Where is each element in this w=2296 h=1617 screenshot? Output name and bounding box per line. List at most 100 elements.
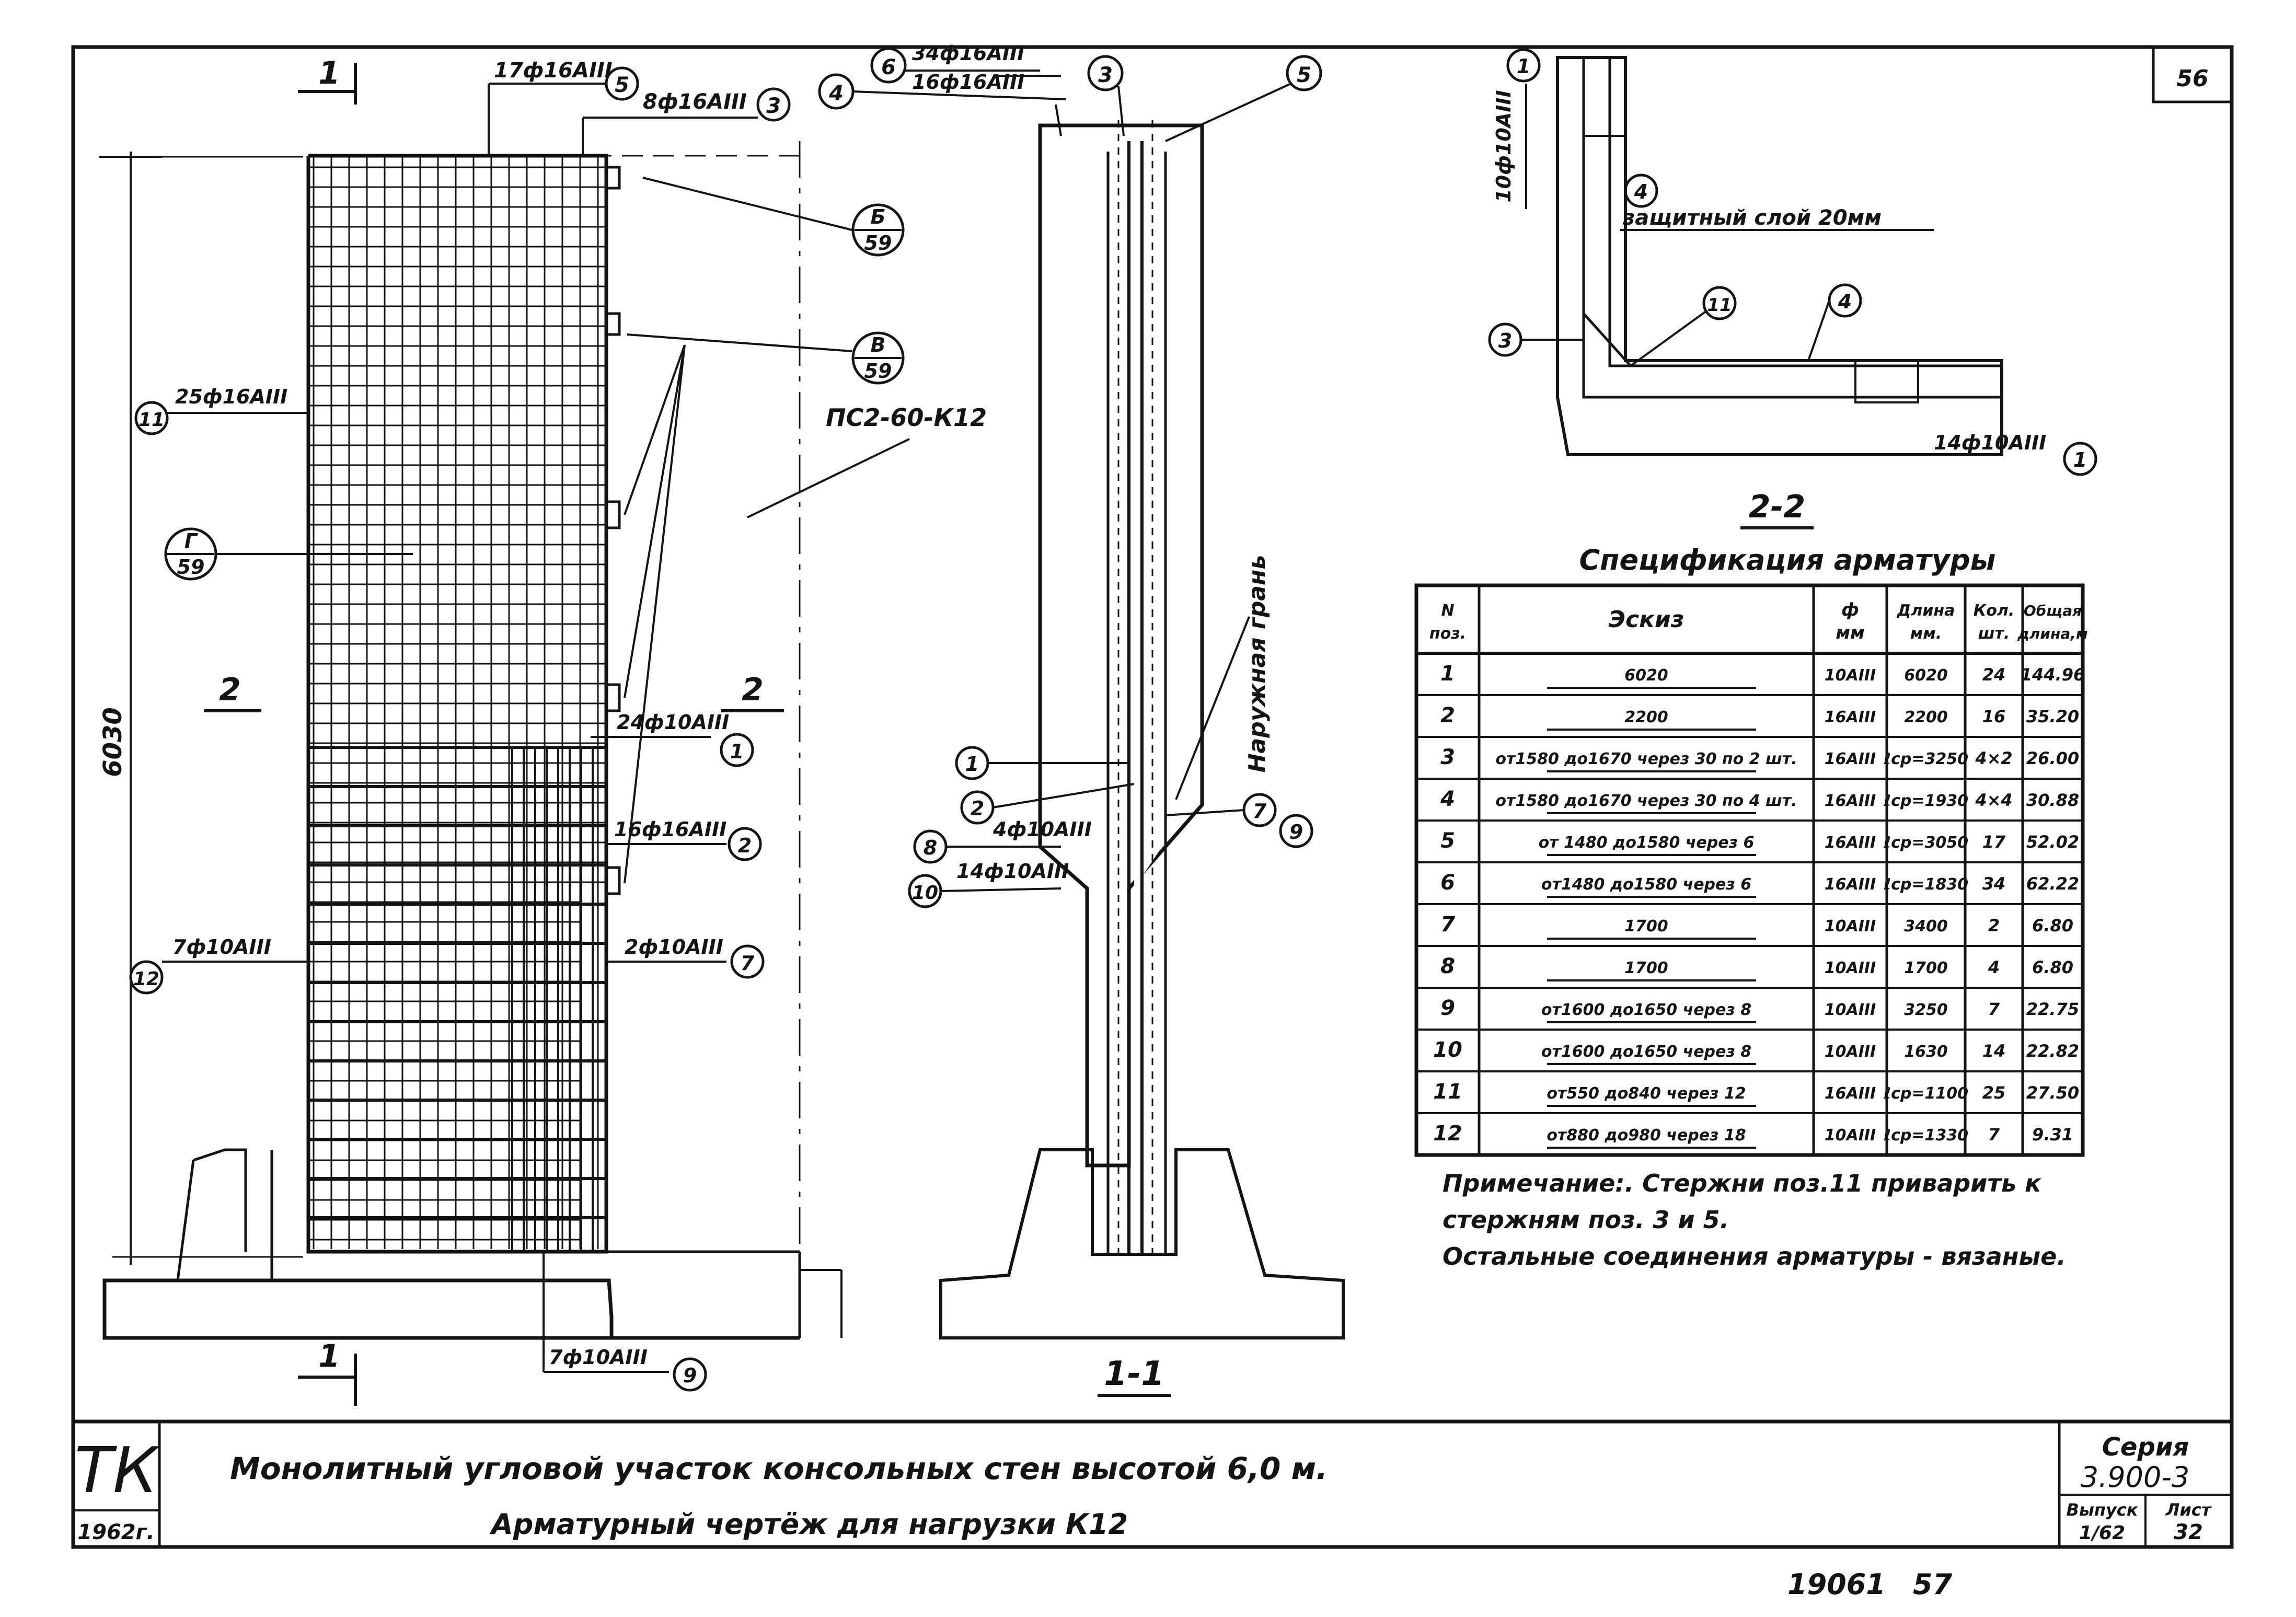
spec-cell-sketch: от550 до840 через 12 [1547, 1084, 1746, 1103]
svg-text:В: В [871, 333, 886, 356]
svg-text:59: 59 [864, 232, 892, 255]
spec-cell-qty: 17 [1982, 832, 2006, 852]
spec-cell-qty: 4 [1988, 957, 2000, 977]
spec-header-1: Эскиз [1609, 606, 1684, 633]
spec-cell-pos: 10 [1433, 1038, 1462, 1062]
spec-cell-dia: 16АIII [1825, 750, 1876, 768]
svg-text:9: 9 [1289, 821, 1303, 844]
spec-cell-total: 27.50 [2026, 1083, 2079, 1103]
wall-outline [102, 141, 801, 1340]
svg-text:7: 7 [741, 952, 755, 975]
svg-text:Б: Б [871, 205, 886, 228]
spec-cell-len: 1700 [1904, 959, 1948, 977]
spec-cell-dia: 10АIII [1825, 1126, 1876, 1145]
spec-cell-qty: 2 [1988, 916, 2000, 935]
svg-text:5: 5 [1297, 63, 1311, 87]
spec-cell-dia: 10АIII [1825, 959, 1876, 977]
spec-cell-len: ℓср=1330 [1883, 1126, 1968, 1145]
callout-7-label: 2ф10АIII [625, 935, 723, 958]
issue-label: Выпуск [2067, 1500, 2139, 1520]
callout-1-label: 24ф10АIII [617, 711, 729, 734]
callout-s11-2-label: 4ф10АIII [993, 818, 1092, 841]
section-mark-1-top: 1 [298, 55, 357, 105]
svg-text:12: 12 [133, 968, 159, 990]
callout-5-label: 17ф16АIII [494, 59, 613, 83]
spec-cell-total: 9.31 [2032, 1125, 2073, 1145]
spec-cell-qty: 25 [1982, 1083, 2006, 1103]
spec-cell-sketch: 1700 [1624, 917, 1668, 935]
node-ref-v [851, 331, 905, 385]
svg-text:3: 3 [766, 94, 781, 118]
svg-text:5: 5 [615, 73, 629, 97]
callout-11-label: 25ф16АIII [175, 385, 287, 408]
elevation-view: 1 1 2 2 6030 [98, 55, 801, 1406]
spec-cell-total: 52.02 [2026, 832, 2079, 852]
svg-text:1: 1 [730, 740, 744, 763]
series-value: 3.900-3 [2081, 1461, 2189, 1494]
svg-text:1: 1 [2073, 448, 2087, 471]
issue-value: 1/62 [2079, 1522, 2125, 1544]
spec-cell-dia: 10АIII [1825, 666, 1876, 685]
svg-text:2: 2 [219, 672, 241, 708]
svg-text:11: 11 [139, 409, 165, 431]
title-line-2: Арматурный чертёж для нагрузки К12 [489, 1508, 1128, 1541]
sheet-label: Лист [2165, 1500, 2212, 1520]
svg-text:6: 6 [881, 55, 896, 79]
spec-cell-pos: 2 [1440, 703, 1455, 727]
spec-cell-len: ℓср=3250 [1883, 750, 1968, 768]
spec-cell-len: ℓср=1100 [1883, 1084, 1968, 1103]
stamp: 19061 57 [1787, 1568, 1953, 1601]
spec-header-4: Кол.шт. [1974, 602, 2015, 643]
spec-cell-sketch: от1580 до1670 через 30 по 2 шт. [1495, 750, 1797, 768]
svg-text:9: 9 [683, 1364, 697, 1387]
cover-note: защитный слой 20мм [1622, 206, 1882, 230]
callout-9-label: 7ф10АIII [549, 1346, 648, 1369]
spec-cell-total: 144.96 [2021, 665, 2085, 685]
svg-text:3: 3 [1498, 329, 1512, 352]
spec-cell-sketch: 1700 [1624, 959, 1668, 977]
svg-text:6030: 6030 [98, 707, 128, 777]
spec-cell-dia: 10АIII [1825, 1001, 1876, 1019]
spec-cell-qty: 7 [1988, 1125, 2000, 1145]
svg-text:10: 10 [912, 882, 938, 904]
elevation-callouts: 17ф16АIII 5 8ф16АIII 3 Б 59 В 59 11 25ф1… [129, 59, 987, 1392]
svg-text:2: 2 [971, 797, 984, 820]
spec-cell-pos: 8 [1440, 954, 1455, 978]
spec-cell-qty: 7 [1988, 999, 2000, 1019]
stamp-page: 57 [1913, 1568, 1953, 1601]
section-1-1-title: 1-1 [1104, 1355, 1164, 1393]
spec-cell-dia: 10АIII [1825, 917, 1876, 935]
spec-cell-qty: 4×4 [1975, 790, 2012, 810]
spec-cell-pos: 1 [1440, 662, 1455, 686]
spec-cell-len: ℓср=3050 [1883, 834, 1968, 852]
svg-text:Г: Г [184, 529, 198, 552]
spec-cell-dia: 16АIII [1825, 792, 1876, 810]
spec-cell-sketch: от1580 до1670 через 30 по 4 шт. [1495, 792, 1797, 810]
callout-2-label: 16ф16АIII [614, 818, 726, 841]
year: 1962г. [77, 1520, 154, 1544]
spec-cell-sketch: от1600 до1650 через 8 [1541, 1043, 1751, 1061]
spec-cell-dia: 16АIII [1825, 875, 1876, 894]
section-mark-1-bottom: 1 [298, 1338, 357, 1406]
spec-cell-dia: 16АIII [1825, 1084, 1876, 1103]
title-line-1: Монолитный угловой участок консольных ст… [230, 1451, 1328, 1486]
sheet-value: 32 [2174, 1520, 2203, 1544]
spec-cell-qty: 34 [1982, 874, 2006, 894]
stamp-number: 19061 [1787, 1568, 1886, 1601]
spec-cell-sketch: от 1480 до1580 через 6 [1539, 834, 1755, 852]
spec-cell-len: 3250 [1904, 1001, 1948, 1019]
spec-cell-dia: 16АIII [1825, 834, 1876, 852]
svg-text:4: 4 [1838, 290, 1852, 313]
sheet-frame: 56 [71, 45, 2234, 1549]
spec-cell-total: 6.80 [2032, 916, 2073, 935]
bottom-bar-label: 14ф10АIII [1934, 431, 2046, 454]
spec-title: Спецификация арматуры [1579, 544, 1996, 576]
spec-cell-sketch: от1600 до1650 через 8 [1541, 1001, 1751, 1019]
spec-cell-pos: 3 [1440, 745, 1455, 769]
